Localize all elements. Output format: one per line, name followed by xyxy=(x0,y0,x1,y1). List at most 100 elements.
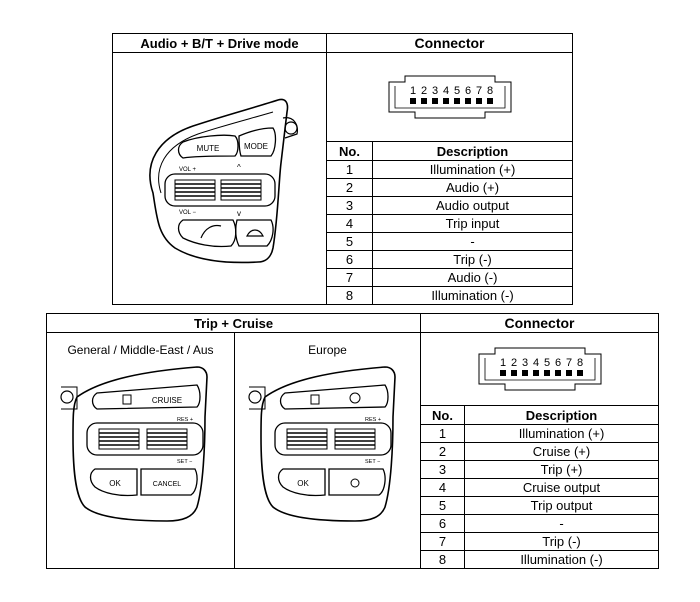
mute-button-label: MUTE xyxy=(197,144,220,153)
pin-description: Illumination (-) xyxy=(372,286,573,305)
no-column-header: No. xyxy=(420,405,465,425)
europe-region-cell: Europe RES + SET − xyxy=(234,332,421,569)
up-arrow-icon: ^ xyxy=(237,163,241,172)
down-arrow-icon: v xyxy=(237,209,241,218)
pin-number: 4 xyxy=(420,478,465,497)
connector-pin-number: 4 xyxy=(442,85,448,97)
pin-number: 6 xyxy=(326,250,373,269)
description-column-header: Description xyxy=(464,405,659,425)
vol-minus-label: VOL − xyxy=(179,210,196,216)
pin-number: 3 xyxy=(326,196,373,215)
connector-pin-number: 4 xyxy=(532,357,538,369)
pin-description: Illumination (+) xyxy=(372,160,573,179)
trip-cruise-switch-table: Trip + Cruise Connector General / Middle… xyxy=(46,313,659,569)
connector-pin-number: 3 xyxy=(521,357,527,369)
left-rocker-icon xyxy=(98,428,140,450)
connector-pin-number: 1 xyxy=(499,357,505,369)
general-region-cell: General / Middle-East / Aus CRUISE RES +… xyxy=(46,332,235,569)
europe-region-label: Europe xyxy=(308,343,347,357)
trip-cruise-header: Trip + Cruise xyxy=(46,313,421,333)
ok-button-label: OK xyxy=(109,479,121,488)
pin-number: 1 xyxy=(326,160,373,179)
right-rocker-icon xyxy=(146,428,188,450)
pin-number: 7 xyxy=(326,268,373,287)
pin-description: Trip output xyxy=(464,496,659,515)
connector-pin-number: 8 xyxy=(576,357,582,369)
connector-pin xyxy=(464,98,471,104)
pin-description: Trip (+) xyxy=(464,460,659,479)
cruise-button-label: CRUISE xyxy=(152,396,182,405)
connector-pin-number: 3 xyxy=(431,85,437,97)
pin-number: 5 xyxy=(326,232,373,251)
speed-limiter-icon xyxy=(349,392,361,404)
connector-pin-number: 8 xyxy=(486,85,492,97)
pin-number: 8 xyxy=(420,550,465,569)
cancel-button-label: CANCEL xyxy=(153,481,182,488)
menu-icon xyxy=(122,394,132,405)
pin-description: Cruise (+) xyxy=(464,442,659,461)
connector-pin-number: 2 xyxy=(510,357,516,369)
pin-description: - xyxy=(464,514,659,533)
general-region-label: General / Middle-East / Aus xyxy=(67,343,214,357)
connector-pin xyxy=(453,98,460,104)
connector-pin-number: 7 xyxy=(565,357,571,369)
connector-pin xyxy=(576,370,583,376)
connector-pin-number: 7 xyxy=(475,85,481,97)
pin-number: 2 xyxy=(420,442,465,461)
connector-pin xyxy=(486,98,493,104)
pin-description: Illumination (+) xyxy=(464,424,659,443)
connector-pin-number: 5 xyxy=(543,357,549,369)
connector-pin xyxy=(565,370,572,376)
connector-pin xyxy=(543,370,550,376)
audio-switch-table: Audio + B/T + Drive mode Connector MUTE … xyxy=(112,33,573,305)
audio-switch-header: Audio + B/T + Drive mode xyxy=(112,33,327,53)
connector-pin xyxy=(510,370,517,376)
connector-pin-number: 6 xyxy=(464,85,470,97)
audio-switch-illustration-cell: MUTE MODE VOL + VOL − ^ v xyxy=(112,52,327,305)
general-switch-illustration: CRUISE RES + SET − xyxy=(60,366,208,522)
pin-number: 5 xyxy=(420,496,465,515)
set-label: SET − xyxy=(177,459,192,465)
pin-number: 2 xyxy=(326,178,373,197)
connector-pin xyxy=(554,370,561,376)
no-column-header: No. xyxy=(326,141,373,161)
pin-number: 6 xyxy=(420,514,465,533)
description-column-header: Description xyxy=(372,141,573,161)
connector-pin xyxy=(532,370,539,376)
left-rocker-icon xyxy=(286,428,328,450)
pin-description: Trip (-) xyxy=(464,532,659,551)
connector-pin-number: 1 xyxy=(409,85,415,97)
pin-description: Audio output xyxy=(372,196,573,215)
pin-description: Trip (-) xyxy=(372,250,573,269)
pin-number: 3 xyxy=(420,460,465,479)
res-label: RES + xyxy=(365,417,381,423)
set-label: SET − xyxy=(365,459,380,465)
connector-pin xyxy=(442,98,449,104)
ok-button-label: OK xyxy=(297,479,309,488)
connector-header: Connector xyxy=(420,313,659,333)
res-label: RES + xyxy=(177,417,193,423)
connector-pin xyxy=(521,370,528,376)
pin-description: Audio (+) xyxy=(372,178,573,197)
pin-description: Illumination (-) xyxy=(464,550,659,569)
pin-number: 7 xyxy=(420,532,465,551)
right-rocker-icon xyxy=(334,428,376,450)
europe-switch-illustration: RES + SET − OK xyxy=(248,366,396,522)
connector-pin-number: 2 xyxy=(420,85,426,97)
pin-description: Trip input xyxy=(372,214,573,233)
connector-header: Connector xyxy=(326,33,573,53)
mode-button-label: MODE xyxy=(244,142,268,151)
connector-pin xyxy=(420,98,427,104)
pin-number: 1 xyxy=(420,424,465,443)
connector-pin xyxy=(409,98,416,104)
menu-icon xyxy=(310,394,320,405)
pin-description: - xyxy=(372,232,573,251)
